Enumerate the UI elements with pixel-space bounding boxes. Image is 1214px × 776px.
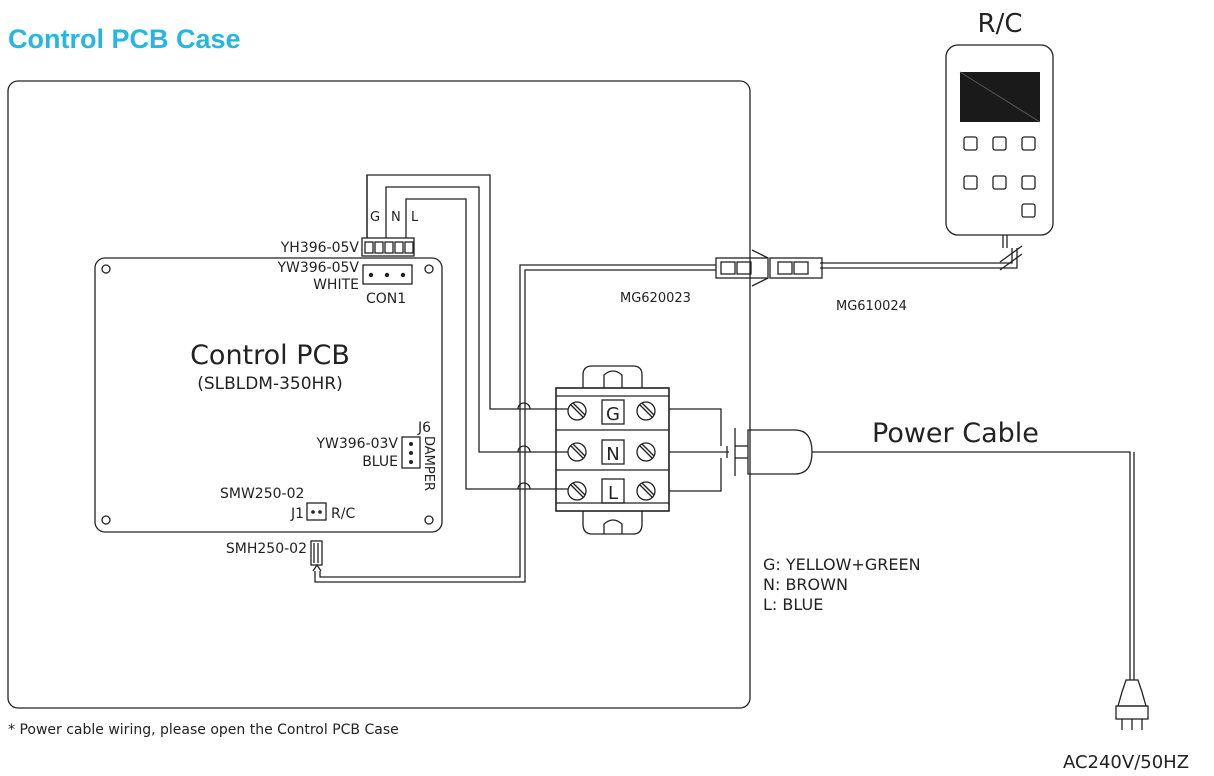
yh396-connector [361, 237, 415, 257]
rc-title: R/C [978, 9, 1023, 39]
mg610024-label: MG610024 [836, 299, 907, 314]
smh250-plug [310, 540, 323, 572]
power-cable [669, 408, 1135, 680]
pcb-model: (SLBLDM-350HR) [197, 374, 343, 394]
rc-signal-wiring [314, 264, 716, 583]
terminal-label-l: L [608, 483, 618, 504]
white-label: WHITE [313, 277, 359, 293]
yh396-label: YH396-05V [280, 240, 360, 256]
wire-color-legend: G: YELLOW+GREEN N: BROWN L: BLUE [763, 555, 921, 614]
legend-item-l: L: BLUE [763, 595, 823, 614]
power-plug [1115, 679, 1149, 730]
terminal-block [555, 365, 670, 535]
page-title: Control PCB Case [8, 24, 241, 54]
pcb-name: Control PCB [190, 340, 350, 371]
plug-spec-label: AC240V/50HZ [1063, 752, 1189, 773]
j1-connector [306, 502, 327, 521]
smh250-label: SMH250-02 [226, 541, 307, 557]
yw396-05v-label: YW396-05V [276, 260, 359, 276]
j6-label: J6 [417, 420, 431, 436]
mount-hole [101, 515, 111, 525]
terminal-label-n: N [606, 444, 619, 465]
blue-label: BLUE [362, 454, 398, 470]
j1-label: J1 [290, 506, 304, 522]
damper-label: DAMPER [421, 436, 436, 491]
mg620023-label: MG620023 [620, 291, 691, 306]
legend-item-g: G: YELLOW+GREEN [763, 555, 921, 574]
pcb-wiring [366, 174, 568, 490]
rc-connector-pair [715, 249, 823, 287]
terminal-screws [567, 401, 656, 501]
legend-item-n: N: BROWN [763, 575, 848, 594]
mount-hole [424, 264, 434, 274]
rc-port-label: R/C [331, 506, 355, 522]
con1-connector [362, 264, 413, 285]
top-pin-n: N [391, 210, 401, 225]
yw396-03v-label: YW396-03V [315, 436, 398, 452]
smw250-label: SMW250-02 [220, 486, 304, 502]
terminal-label-g: G [606, 404, 620, 425]
pcb-case-outline [7, 80, 751, 709]
rc-buttons [963, 136, 1036, 218]
footnote: * Power cable wiring, please open the Co… [8, 722, 399, 738]
mount-hole [101, 264, 111, 274]
con1-label: CON1 [366, 291, 406, 307]
top-pin-g: G [370, 210, 380, 225]
control-pcb-board [94, 257, 443, 533]
power-cable-label: Power Cable [872, 418, 1039, 449]
top-pin-l: L [411, 210, 419, 225]
remote-controller [820, 44, 1054, 271]
mount-hole [424, 515, 434, 525]
j6-connector [401, 436, 421, 469]
